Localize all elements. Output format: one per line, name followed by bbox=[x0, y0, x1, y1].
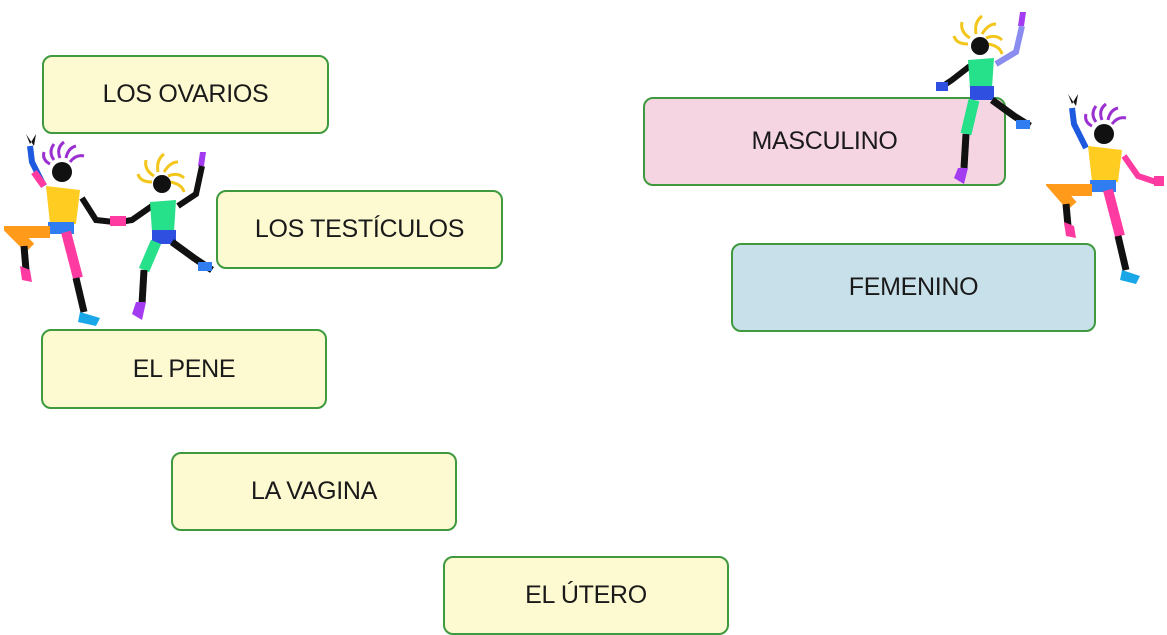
term-card-los-testiculos[interactable]: LOS TESTÍCULOS bbox=[216, 190, 503, 269]
term-card-la-vagina[interactable]: LA VAGINA bbox=[171, 452, 457, 531]
term-label: EL ÚTERO bbox=[525, 581, 647, 609]
term-label: LOS TESTÍCULOS bbox=[254, 215, 465, 243]
term-card-el-pene[interactable]: EL PENE bbox=[41, 329, 327, 409]
term-card-los-ovarios[interactable]: LOS OVARIOS bbox=[42, 55, 329, 134]
drop-target-masculino[interactable]: MASCULINO bbox=[643, 97, 1006, 186]
term-label: EL PENE bbox=[132, 354, 236, 383]
target-label: FEMENINO bbox=[848, 273, 979, 301]
drop-target-femenino[interactable]: FEMENINO bbox=[731, 243, 1096, 332]
target-label: MASCULINO bbox=[751, 127, 898, 155]
dancer-icon bbox=[116, 152, 214, 320]
dancer-icon bbox=[936, 12, 1032, 184]
term-label: LA VAGINA bbox=[250, 477, 378, 505]
dancer-icon bbox=[4, 134, 122, 326]
term-label: LOS OVARIOS bbox=[102, 80, 269, 108]
dancer-icon bbox=[1046, 94, 1164, 284]
term-card-el-utero[interactable]: EL ÚTERO bbox=[443, 556, 729, 635]
